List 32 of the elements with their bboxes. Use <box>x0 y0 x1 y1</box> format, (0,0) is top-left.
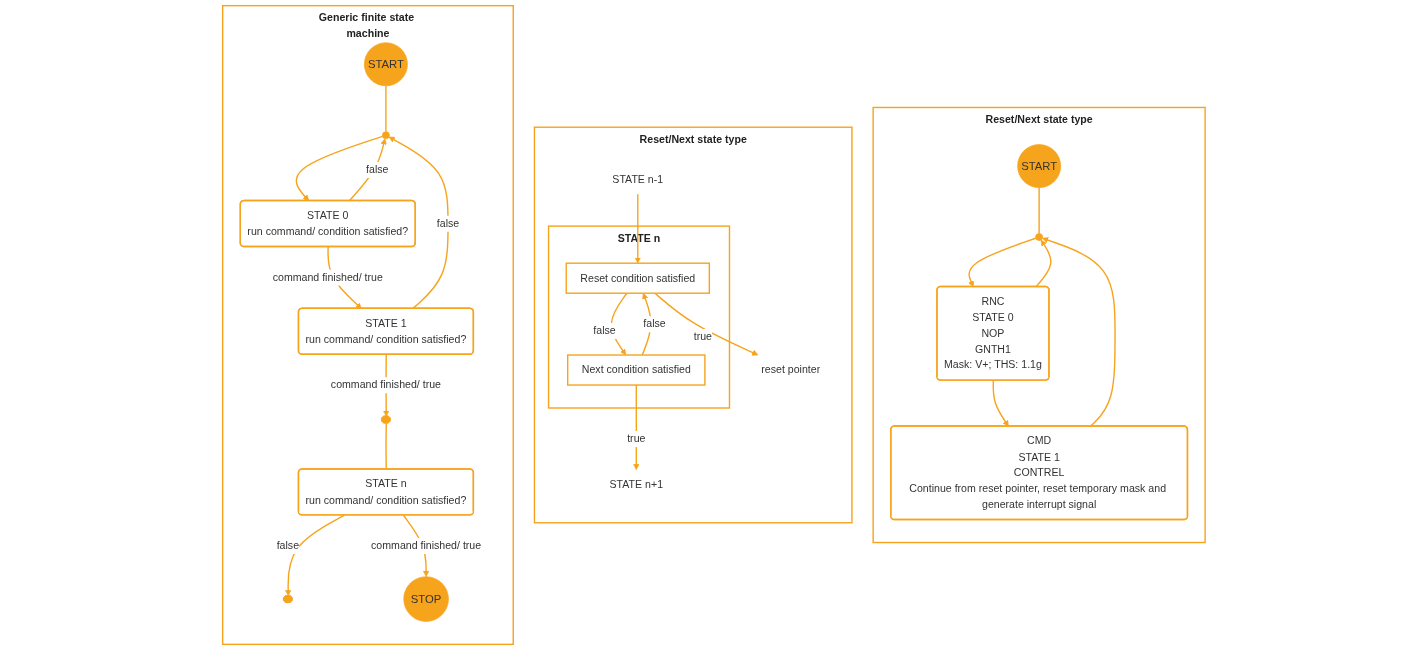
node-circle: START <box>364 42 408 87</box>
arrow <box>633 384 640 471</box>
arrow <box>634 193 641 264</box>
node-box: Reset condition satisfied <box>565 262 711 294</box>
connector <box>1038 186 1040 235</box>
node-text: STATE n-1 <box>612 172 664 185</box>
edge-label: true <box>693 330 713 343</box>
arrow <box>388 136 449 310</box>
node-box: Next condition satisfied <box>567 354 706 386</box>
edge-label: false <box>366 163 389 176</box>
edge-label: true <box>627 432 646 445</box>
arrow <box>641 292 652 356</box>
arrow <box>654 292 759 356</box>
arrow <box>992 379 1009 427</box>
edge-label: false <box>436 217 460 230</box>
edge-label: false <box>643 317 666 330</box>
node-circle: START <box>1017 144 1062 188</box>
arrow <box>1035 239 1052 288</box>
node-text: STATE n+1 <box>609 478 664 491</box>
edge-label: false <box>276 539 300 552</box>
edge-label: false <box>593 324 616 337</box>
arrow <box>295 135 384 202</box>
connector <box>385 85 387 133</box>
arrow <box>968 237 1037 288</box>
node-circle <box>382 131 390 140</box>
edge-label: command finished/ true <box>272 270 383 283</box>
node-text: reset pointer <box>761 363 821 376</box>
edge-label: command finished/ true <box>371 539 482 552</box>
edge-label: command finished/ true <box>330 378 442 391</box>
node-circle <box>1035 233 1044 241</box>
arrow <box>610 292 628 356</box>
arrow <box>285 514 346 597</box>
